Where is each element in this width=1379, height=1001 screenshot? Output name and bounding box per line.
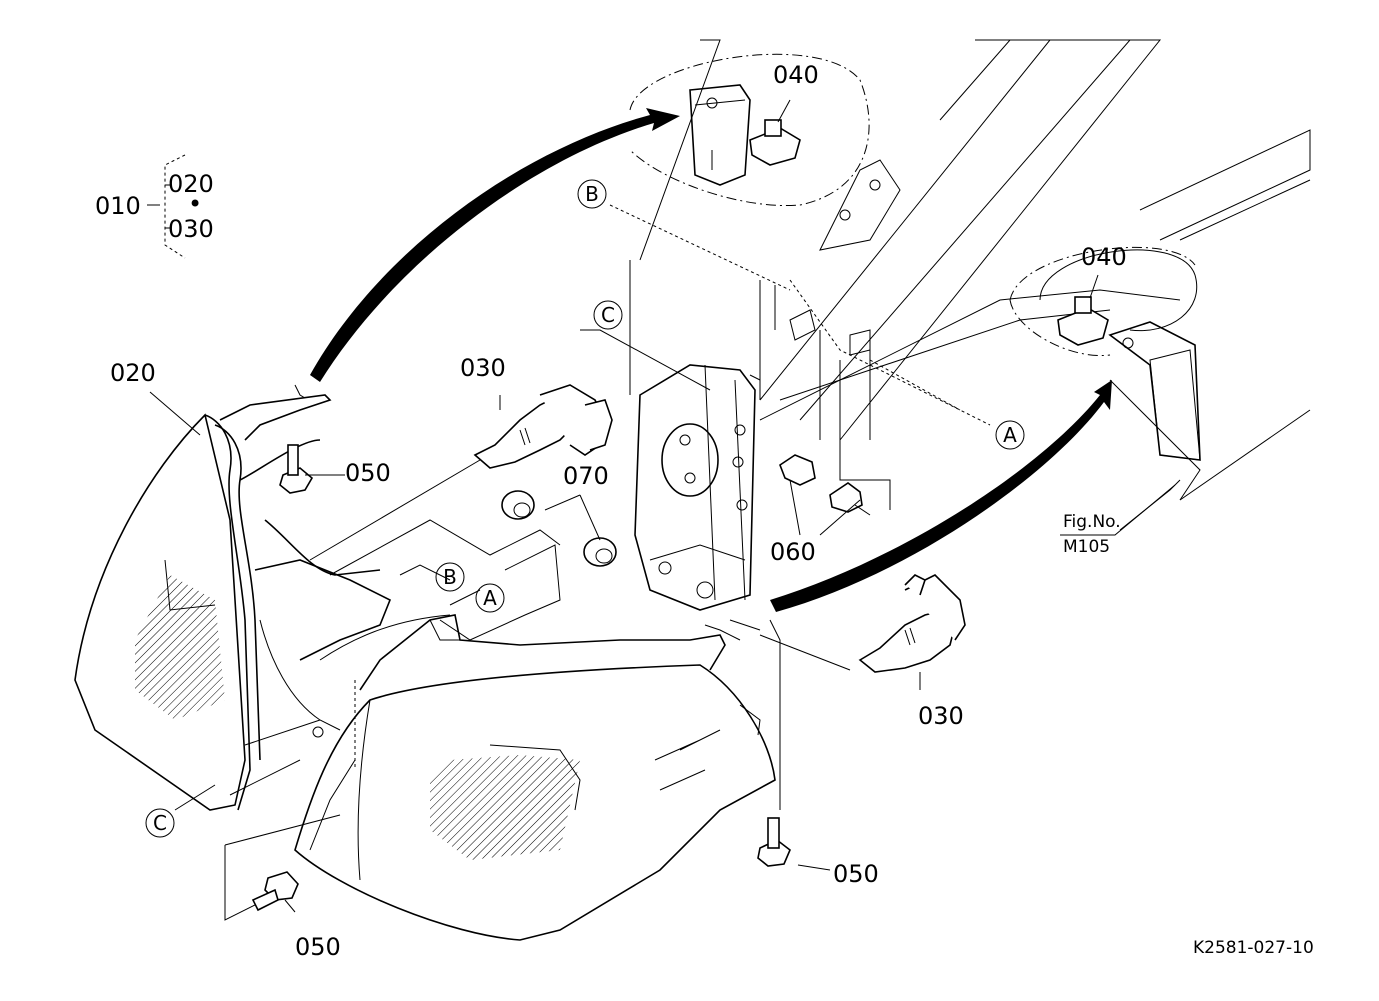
reference-markers: B C A B A C <box>145 179 1025 838</box>
ref-marker-a-lower: A <box>475 583 505 613</box>
svg-text:C: C <box>601 303 615 327</box>
callout-lamp-left: 020 <box>110 359 156 387</box>
assembly-separator: • <box>188 190 202 218</box>
grommet-070-parts <box>501 490 617 567</box>
ref-marker-b-lower: B <box>435 562 465 592</box>
ref-marker-c-upper: C <box>593 300 623 330</box>
assembly-parent-label: 010 <box>95 192 141 220</box>
callouts: 020 030 030 040 040 050 050 050 070 060 <box>110 61 1127 961</box>
nut-040-right <box>1057 296 1109 346</box>
callout-screws: 060 <box>770 538 816 566</box>
screws-060 <box>779 454 871 516</box>
callout-bulb-upper: 030 <box>460 354 506 382</box>
bulb-upper <box>473 384 613 469</box>
svg-text:A: A <box>483 586 497 610</box>
assembly-arrows <box>310 108 1112 612</box>
callout-bolt-lower-right: 050 <box>833 860 879 888</box>
figure-reference: Fig.No. M105 <box>1060 484 1176 557</box>
headlamp-right <box>294 614 776 941</box>
bolt-050-lower-right <box>757 817 791 867</box>
svg-text:C: C <box>153 811 167 835</box>
frame-structure <box>629 39 1311 611</box>
bulb-lower <box>858 574 966 673</box>
ref-marker-a-right: A <box>995 420 1025 450</box>
svg-text:B: B <box>443 565 457 589</box>
callout-grommet: 070 <box>563 462 609 490</box>
diagram-id: K2581-027-10 <box>1193 938 1314 958</box>
callout-nut-upper: 040 <box>773 61 819 89</box>
svg-text:B: B <box>585 182 599 206</box>
callout-nut-right: 040 <box>1081 243 1127 271</box>
headlamp-left <box>74 384 451 811</box>
assembly-group: 010 020 • 030 <box>95 170 214 243</box>
callout-bolt-upper: 050 <box>345 459 391 487</box>
bolt-050-upper <box>279 444 314 494</box>
callout-bolt-lower-left: 050 <box>295 933 341 961</box>
ref-marker-b-upper: B <box>577 179 607 209</box>
ref-marker-c-lower: C <box>145 808 175 838</box>
svg-text:A: A <box>1003 423 1017 447</box>
assembly-child-label-1: 020 <box>168 170 214 198</box>
assembly-child-label-2: 030 <box>168 215 214 243</box>
fig-ref-line2: M105 <box>1063 537 1110 557</box>
fig-ref-line1: Fig.No. <box>1063 512 1121 532</box>
nut-040-upper <box>749 119 801 166</box>
leader-lines <box>147 99 1181 921</box>
callout-bulb-lower: 030 <box>918 702 964 730</box>
bolt-050-lower-left <box>251 871 299 912</box>
